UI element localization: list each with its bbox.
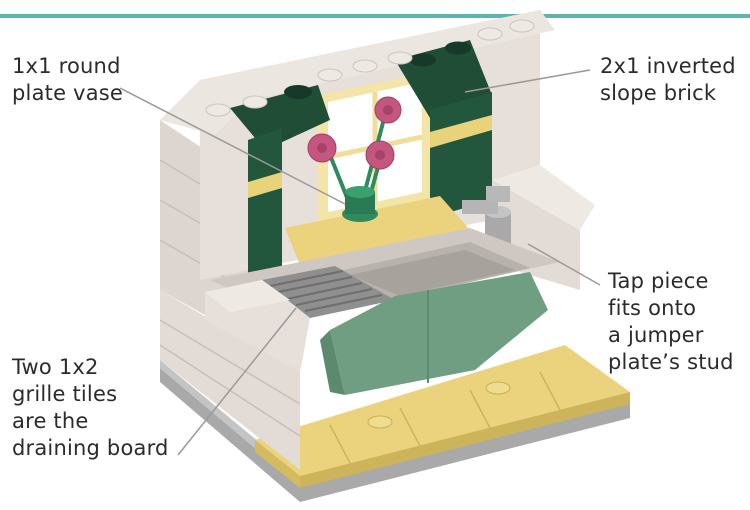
right-wall-top	[492, 165, 595, 230]
sink-front-sand-green-shade	[320, 330, 345, 395]
callout-tap: Tap piece fits onto a jumper plate’s stu…	[608, 268, 734, 376]
floor-stud	[485, 381, 511, 395]
callout-tap-line4: plate’s stud	[608, 350, 734, 374]
grille-tiles	[262, 266, 395, 318]
window-sill	[285, 196, 470, 265]
callout-grille-line3: are the	[12, 409, 89, 433]
callout-grille-line1: Two 1x2	[12, 355, 99, 379]
left-curtain-slope	[230, 85, 330, 150]
callout-tap-line1: Tap piece	[608, 269, 709, 293]
callout-vase: 1x1 round plate vase	[12, 53, 123, 107]
back-wall-top-left	[160, 10, 555, 135]
floor-stud	[367, 415, 393, 429]
callout-tap-line3: a jumper	[608, 323, 704, 347]
leader-lines	[119, 69, 601, 456]
left-wall-lower-front	[160, 290, 300, 470]
left-curtain-band	[248, 172, 282, 198]
callout-vase-line1: 1x1 round	[12, 54, 121, 78]
callout-grille-line2: grille tiles	[12, 382, 118, 406]
callout-grille: Two 1x2 grille tiles are the draining bo…	[12, 354, 169, 462]
floor-tiles-yellow-edge	[255, 440, 300, 488]
left-curtain	[248, 128, 282, 292]
floor-tiles-yellow-front	[300, 392, 630, 488]
callout-tap-line2: fits onto	[608, 296, 697, 320]
callout-vase-line2: plate vase	[12, 81, 124, 105]
callout-grille-line4: draining board	[12, 436, 169, 460]
sink-basin-inner	[350, 250, 515, 296]
callout-slope-line2: slope brick	[600, 81, 717, 105]
right-curtain-band	[430, 115, 492, 148]
sink-front-sand-green	[330, 272, 548, 395]
lower-counter-top	[205, 280, 290, 312]
top-accent-rule	[0, 14, 750, 18]
callout-inverted-slope: 2x1 inverted slope brick	[600, 53, 736, 107]
floor-tiles-yellow	[255, 345, 630, 476]
callout-slope-line1: 2x1 inverted	[600, 54, 736, 78]
